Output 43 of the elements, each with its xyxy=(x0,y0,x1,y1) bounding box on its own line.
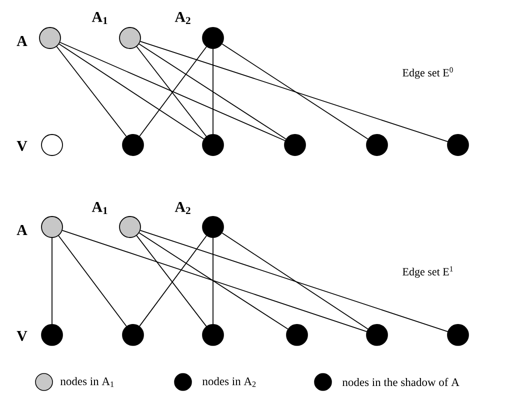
graph-vertex xyxy=(122,324,144,346)
edge-line xyxy=(138,232,288,330)
graph-label: V xyxy=(16,140,28,151)
graph-label: Edge set E$^{0}$ xyxy=(402,67,453,79)
edge-line xyxy=(60,42,286,142)
graph-vertex xyxy=(119,27,141,49)
edge-line xyxy=(140,40,448,142)
edge-line xyxy=(138,44,286,140)
graph-vertex xyxy=(447,134,469,156)
graph-vertex xyxy=(41,324,63,346)
legend-label: nodes in A$_{2}$ xyxy=(202,377,256,387)
graph-vertex xyxy=(119,216,141,238)
graph-label: A xyxy=(16,225,28,235)
edge-line xyxy=(140,230,448,332)
graph-label: A$_{1}$ xyxy=(92,202,108,214)
edge-line xyxy=(212,48,214,134)
edge-line xyxy=(58,44,204,140)
graph-label: A$_{2}$ xyxy=(174,12,190,24)
graph-vertex xyxy=(366,134,388,156)
graph-vertex xyxy=(122,134,144,156)
graph-vertex xyxy=(284,134,306,156)
graph-vertex xyxy=(286,324,308,346)
graph-label: Edge set E$^{1}$ xyxy=(402,266,453,278)
graph-label: A$_{1}$ xyxy=(92,12,108,24)
graph-vertex xyxy=(41,216,63,238)
edge-line xyxy=(212,238,214,324)
edge-line xyxy=(222,232,368,330)
graph-vertex xyxy=(202,216,224,238)
graph-vertex xyxy=(202,134,224,156)
graph-label: V xyxy=(16,330,28,341)
graph-vertex xyxy=(41,134,63,156)
graph-vertex xyxy=(202,324,224,346)
legend-label: nodes in the shadow of A xyxy=(342,378,460,386)
legend-label: nodes in A$_{1}$ xyxy=(60,377,114,387)
graph-label: A$_{2}$ xyxy=(174,202,190,214)
graph-vertex xyxy=(202,27,224,49)
edge-line xyxy=(56,46,127,137)
graph-vertex xyxy=(447,324,469,346)
edge-line xyxy=(62,230,368,332)
edge-line xyxy=(222,44,368,140)
graph-vertex xyxy=(366,324,388,346)
edge-line xyxy=(58,235,127,327)
graph-vertex xyxy=(39,27,61,49)
